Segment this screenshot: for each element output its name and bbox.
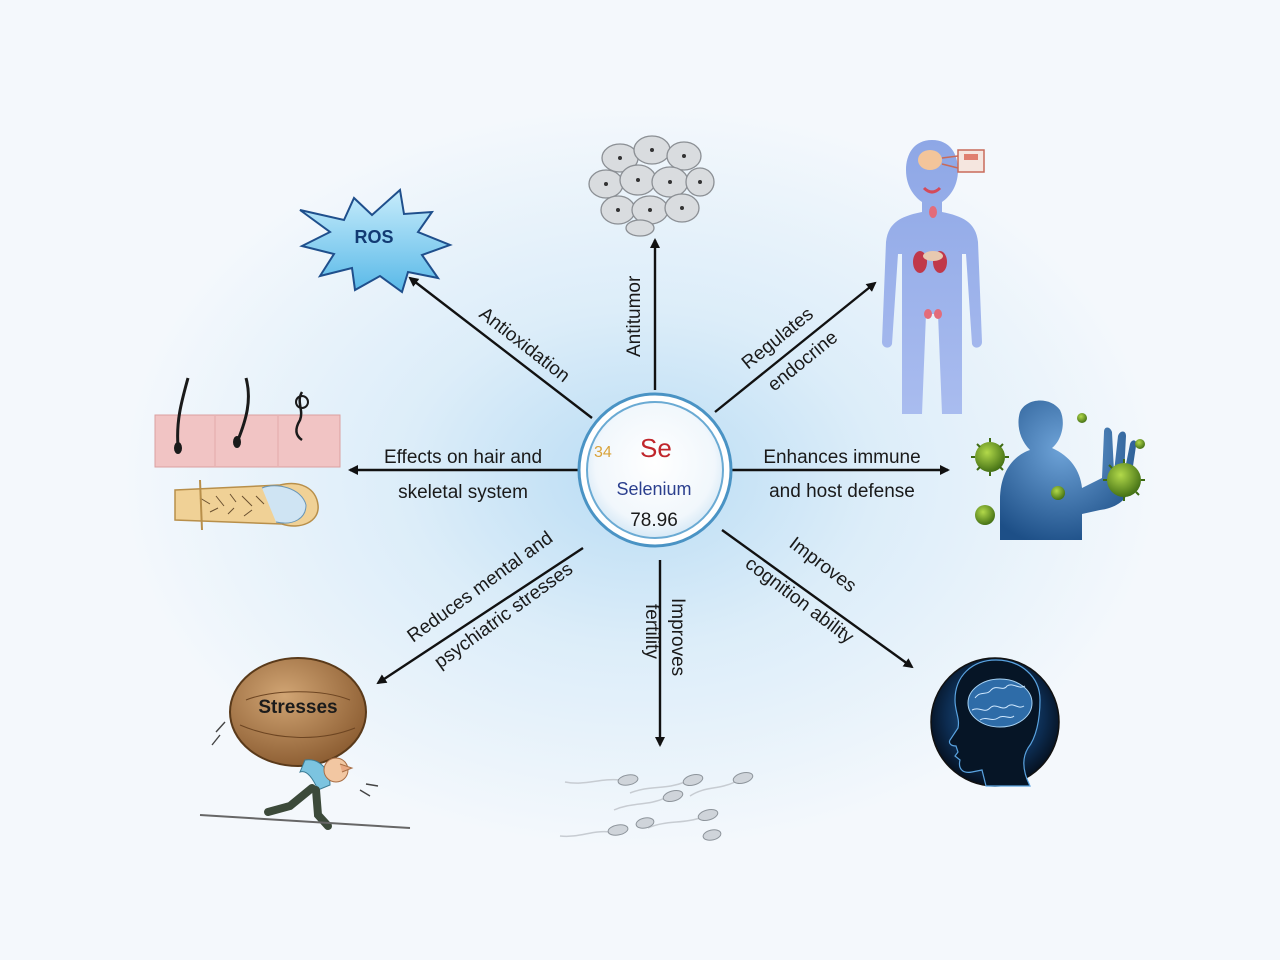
virus-icon (1135, 439, 1145, 449)
virus-icon (1077, 413, 1087, 423)
ros-burst-icon: ROS (299, 188, 453, 294)
ros-label: ROS (354, 227, 393, 247)
hair-skin-icon (154, 377, 341, 468)
bone-structure-icon (174, 479, 319, 531)
virus-icon (1051, 486, 1065, 500)
element-symbol: Se (640, 433, 672, 463)
immune-defense-icon (971, 400, 1145, 540)
virus-icon (975, 505, 995, 525)
arrow-cognition (721, 529, 914, 669)
arrow-mental-stress (376, 546, 584, 685)
arrow-antioxidation (408, 276, 593, 419)
stress-burden-icon: Stresses (199, 657, 411, 830)
virus-icon (971, 438, 1009, 476)
label-hair-skeletal-1: Effects on hair and (384, 447, 542, 468)
arrow-endocrine (714, 281, 877, 413)
atomic-mass: 78.96 (630, 510, 678, 531)
label-hair-skeletal-2: skeletal system (398, 482, 528, 503)
element-inner-ring (586, 401, 724, 539)
tumor-cells-icon (588, 135, 715, 237)
selenium-element-badge: 34 Se Selenium 78.96 (577, 392, 733, 548)
brain-head-icon (930, 657, 1060, 787)
label-fertility-2: fertility (641, 604, 662, 659)
element-name: Selenium (616, 479, 691, 499)
atomic-number: 34 (594, 444, 612, 461)
human-body-endocrine-icon (882, 140, 985, 414)
virus-icon (1103, 459, 1145, 501)
arrows (348, 238, 950, 747)
sperm-cells-icon (559, 772, 754, 841)
label-immune-2: and host defense (769, 481, 915, 502)
label-immune-1: Enhances immune (763, 447, 920, 468)
stress-label: Stresses (258, 697, 337, 718)
label-antitumor: Antitumor (624, 275, 645, 357)
label-fertility-1: Improves (667, 598, 688, 676)
